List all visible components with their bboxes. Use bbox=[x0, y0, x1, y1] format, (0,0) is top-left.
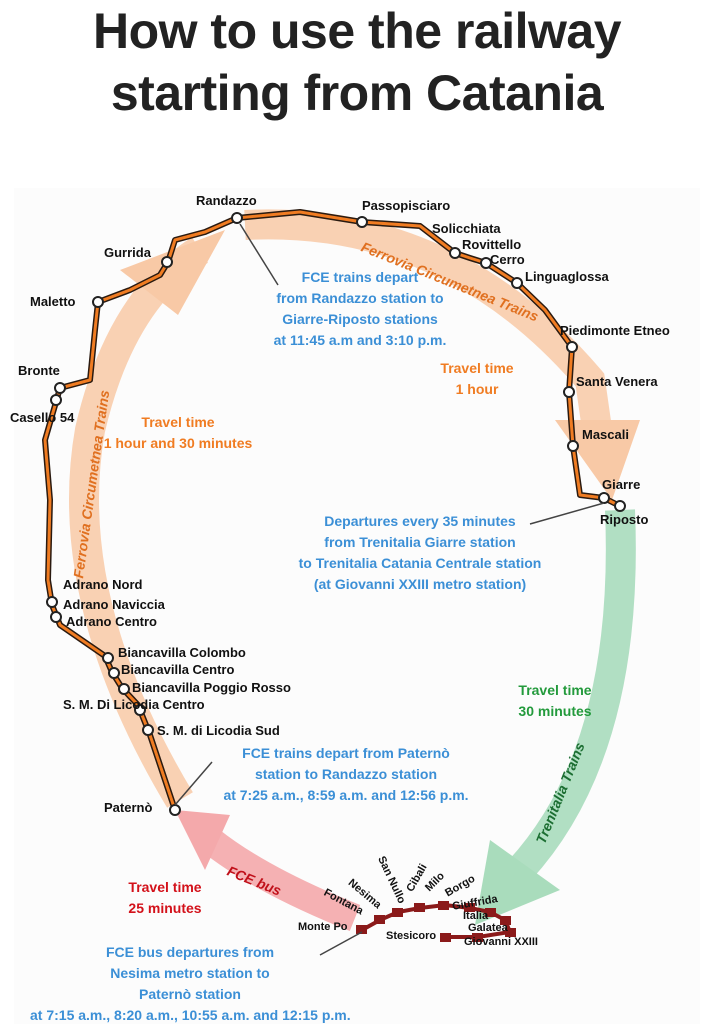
metro-markers bbox=[356, 901, 516, 942]
station-passopisciaro: Passopisciaro bbox=[362, 198, 451, 213]
note-line: at 11:45 a.m and 3:10 p.m. bbox=[273, 332, 447, 348]
station-riposto: Riposto bbox=[600, 512, 649, 527]
station-paterno: Paternò bbox=[104, 800, 153, 815]
note-paterno: FCE trains depart from Paternò station t… bbox=[196, 743, 496, 806]
leader-lines bbox=[174, 223, 605, 956]
metro-galatea: Galatea bbox=[468, 922, 508, 934]
travel-time-trenitalia: Travel time 30 minutes bbox=[500, 680, 610, 722]
station-randazzo: Randazzo bbox=[196, 193, 257, 208]
station-casello-54: Casello 54 bbox=[10, 410, 75, 425]
note-line: FCE trains depart from Paternò bbox=[242, 745, 450, 761]
note-line: at 7:25 a.m., 8:59 a.m. and 12:56 p.m. bbox=[223, 787, 469, 803]
station-biancavilla-poggio-rosso: Biancavilla Poggio Rosso bbox=[132, 680, 291, 695]
travel-time-label: Travel time bbox=[128, 879, 202, 895]
station-mascali: Mascali bbox=[582, 427, 629, 442]
note-line: at 7:15 a.m., 8:20 a.m., 10:55 a.m. and … bbox=[30, 1007, 351, 1023]
station-piedimonte-etneo: Piedimonte Etneo bbox=[560, 323, 670, 338]
page-title-line2: starting from Catania bbox=[110, 65, 604, 121]
travel-time-label: Travel time bbox=[518, 682, 592, 698]
station-biancavilla-centro: Biancavilla Centro bbox=[121, 662, 235, 677]
station-gurrida: Gurrida bbox=[104, 245, 151, 260]
page-title-line1: How to use the railway bbox=[92, 3, 622, 59]
travel-time-value: 1 hour bbox=[455, 381, 499, 397]
note-line: from Trenitalia Giarre station bbox=[324, 534, 516, 550]
note-line: FCE bus departures from bbox=[105, 944, 275, 960]
metro-stesicoro: Stesicoro bbox=[386, 930, 437, 942]
travel-time-label: Travel time bbox=[440, 360, 514, 376]
station-smd-centro: S. M. Di Licodia Centro bbox=[63, 697, 205, 712]
note-line: FCE trains depart bbox=[301, 269, 419, 285]
travel-time-value: 1 hour and 30 minutes bbox=[103, 435, 253, 451]
bus-arrow bbox=[201, 828, 361, 931]
travel-time-value: 25 minutes bbox=[128, 900, 202, 916]
trenitalia-arrow bbox=[508, 509, 636, 881]
station-solicchiata: Solicchiata bbox=[432, 221, 501, 236]
note-line: from Randazzo station to bbox=[276, 290, 444, 306]
station-smd-sud: S. M. di Licodia Sud bbox=[157, 723, 280, 738]
travel-time-east: Travel time 1 hour bbox=[422, 358, 532, 400]
travel-time-label: Travel time bbox=[141, 414, 215, 430]
station-giarre: Giarre bbox=[602, 477, 641, 492]
station-bronte: Bronte bbox=[18, 363, 60, 378]
metro-monte-po: Monte Po bbox=[298, 921, 348, 933]
station-rovittello: Rovittello bbox=[462, 237, 522, 252]
note-line: to Trenitalia Catania Centrale station bbox=[298, 555, 542, 571]
travel-time-bus: Travel time 25 minutes bbox=[110, 877, 220, 919]
travel-time-west: Travel time 1 hour and 30 minutes bbox=[88, 412, 268, 454]
station-adrano-nord: Adrano Nord bbox=[63, 577, 143, 592]
note-bus: FCE bus departures from Nesima metro sta… bbox=[30, 942, 351, 1026]
station-adrano-naviccia: Adrano Naviccia bbox=[63, 597, 165, 612]
bus-arrowhead bbox=[175, 810, 230, 870]
note-line: Nesima metro station to bbox=[110, 965, 270, 981]
station-linguaglossa: Linguaglossa bbox=[525, 269, 609, 284]
travel-time-value: 30 minutes bbox=[518, 703, 592, 719]
metro-giovanni-xxiii: Giovanni XXIII bbox=[464, 936, 538, 948]
note-randazzo: FCE trains depart from Randazzo station … bbox=[240, 267, 480, 351]
fce-east-arrow bbox=[244, 209, 615, 453]
station-maletto: Maletto bbox=[30, 294, 76, 309]
note-line: Departures every 35 minutes bbox=[324, 513, 516, 529]
station-markers bbox=[46, 212, 626, 816]
note-line: Paternò station bbox=[139, 986, 241, 1002]
trenitalia-arrowhead bbox=[475, 840, 560, 925]
fce-east-arrowhead bbox=[555, 420, 640, 500]
fce-west-arrowhead bbox=[120, 230, 225, 315]
note-line: Giarre-Riposto stations bbox=[282, 311, 438, 327]
station-santa-venera: Santa Venera bbox=[576, 374, 658, 389]
station-cerro: Cerro bbox=[490, 252, 525, 267]
note-line: (at Giovanni XXIII metro station) bbox=[313, 576, 527, 592]
metro-italia: Italia bbox=[463, 910, 489, 922]
note-line: station to Randazzo station bbox=[255, 766, 437, 782]
station-biancavilla-colombo: Biancavilla Colombo bbox=[118, 645, 246, 660]
note-giarre: Departures every 35 minutes from Trenita… bbox=[270, 511, 570, 595]
station-adrano-centro: Adrano Centro bbox=[66, 614, 157, 629]
